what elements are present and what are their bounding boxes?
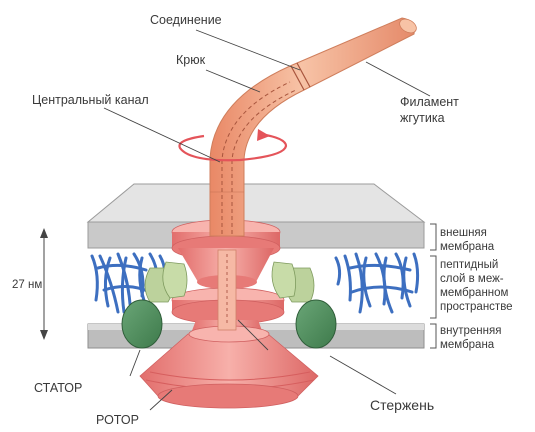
rod (217, 249, 237, 331)
label-rod: Стержень (370, 397, 434, 413)
label-peptide-line4: пространстве (440, 301, 513, 313)
label-stator: СТАТОР (34, 381, 82, 395)
label-filament-line2: жгутика (400, 111, 445, 125)
leader-lines (103, 29, 431, 411)
label-hook: Крюк (176, 53, 206, 67)
label-outer-membrane-line1: внешняя (440, 227, 487, 239)
label-size: 27 нм (12, 279, 42, 291)
hook-and-filament (209, 17, 417, 237)
stator-left (121, 261, 188, 349)
label-peptide-line2: слой в меж- (440, 273, 504, 285)
label-rotor: РОТОР (96, 413, 139, 427)
label-peptide-line3: мембранном (440, 287, 509, 299)
label-peptide-line1: пептидный (440, 259, 498, 271)
label-inner-membrane-line1: внутренняя (440, 325, 501, 337)
label-inner-membrane-line2: мембрана (440, 339, 495, 351)
size-dimension (40, 228, 48, 340)
label-outer-membrane-line2: мембрана (440, 241, 495, 253)
stator-right (271, 261, 337, 349)
label-central-channel: Центральный канал (32, 93, 149, 107)
membrane-brackets (430, 223, 437, 349)
label-filament-line1: Филамент (400, 95, 459, 109)
label-connection: Соединение (150, 13, 222, 27)
